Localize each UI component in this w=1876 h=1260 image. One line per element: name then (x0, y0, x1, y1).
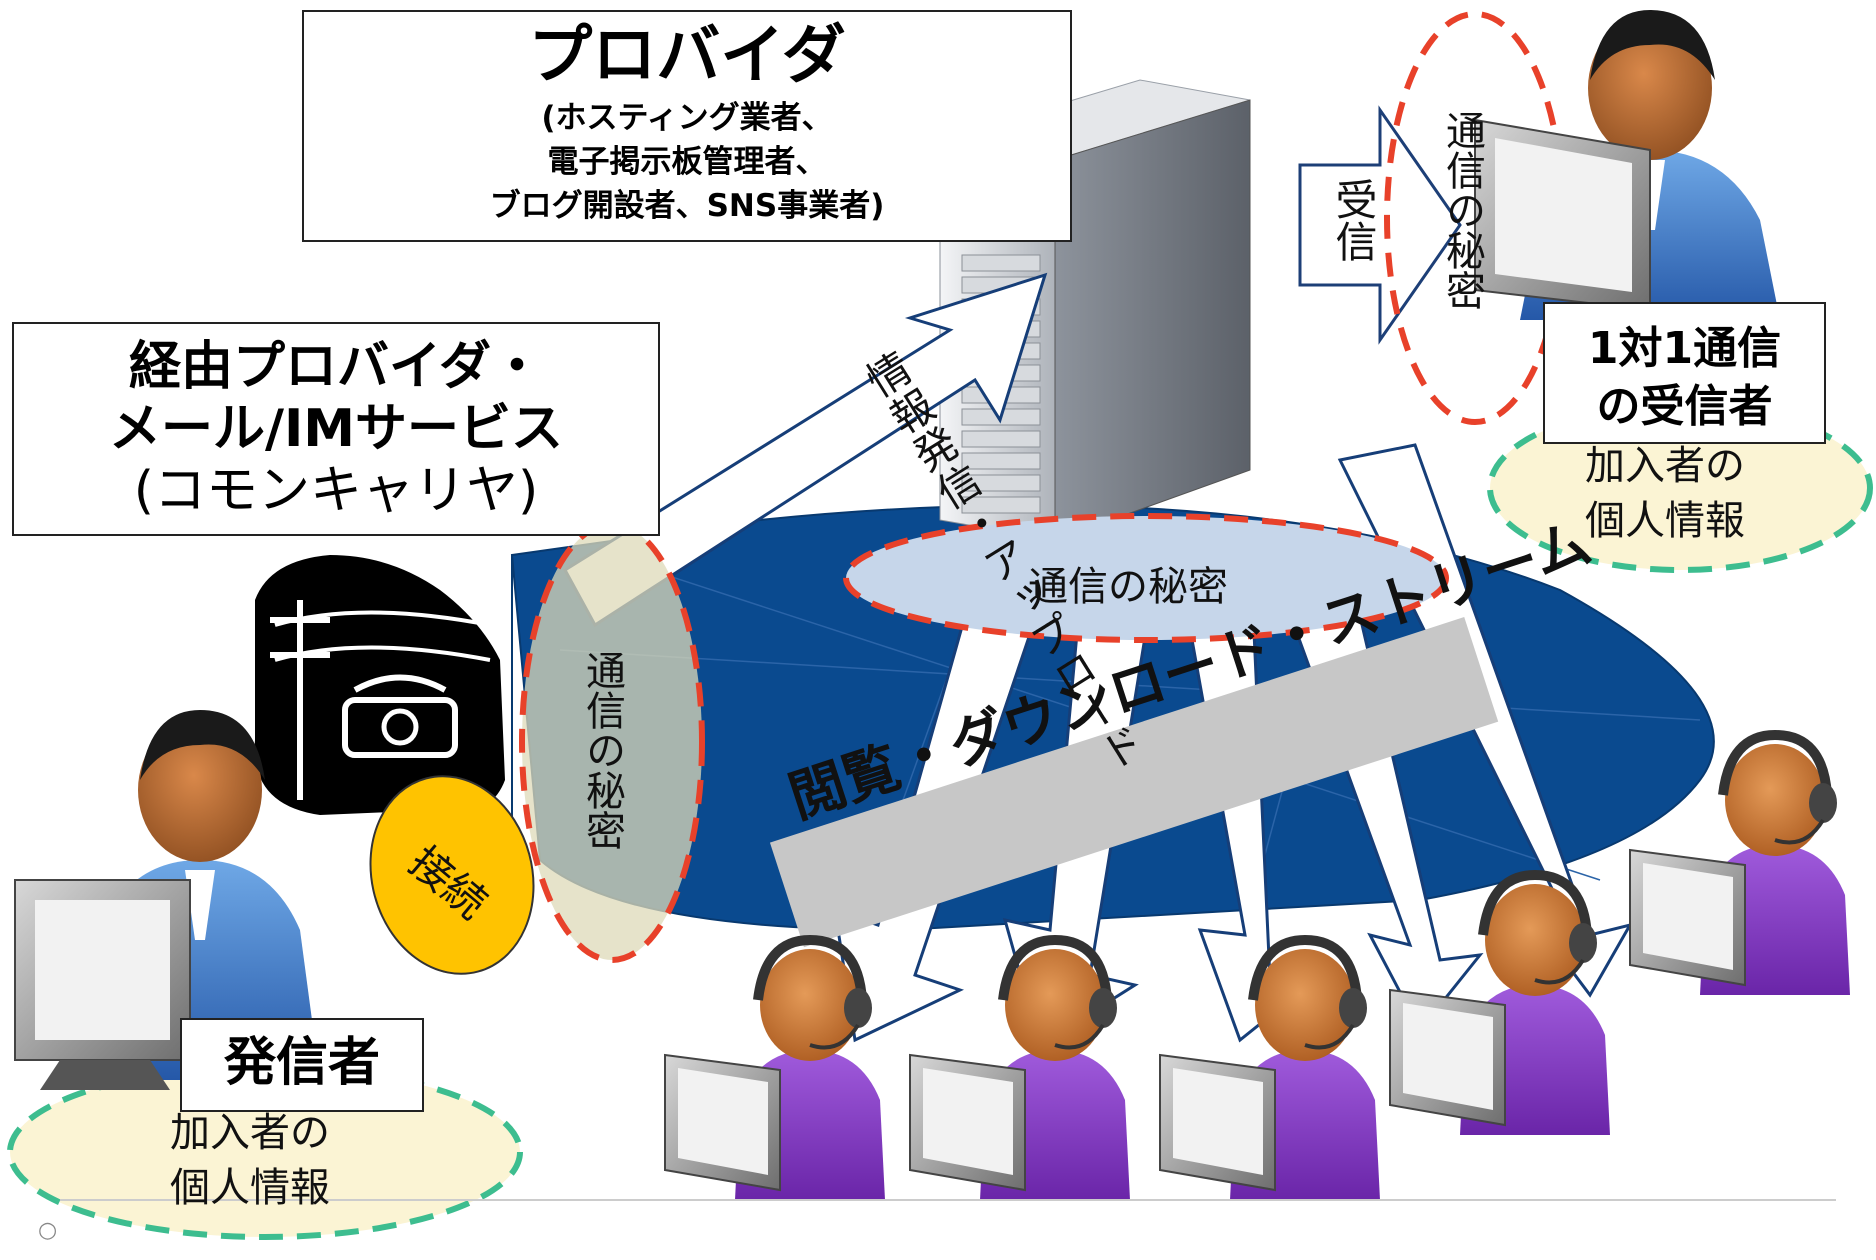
drive-bay (961, 430, 1041, 448)
sender-person-icon (14, 710, 320, 1090)
drive-bay (961, 474, 1041, 492)
carrier-line-1: 経由プロバイダ・ (129, 337, 543, 397)
viewer-person-icon (1389, 869, 1610, 1135)
receive-arrow (1298, 105, 1462, 345)
provider-sub-2: 電子掲示板管理者、 (547, 144, 827, 180)
recipient-line-1: 1対1通信 (1587, 323, 1782, 374)
recipient-person-icon (1474, 10, 1780, 320)
recipient-box: 1対1通信 の受信者 (1543, 302, 1826, 444)
sender-box: 発信者 (180, 1018, 424, 1112)
provider-sub-3: ブログ開設者、SNS事業者) (489, 188, 885, 224)
drive-bay (961, 496, 1041, 514)
connect-bubble (369, 775, 535, 975)
secret-label-center: 通信の秘密 (1028, 564, 1228, 610)
browse-band (769, 617, 1499, 948)
secret-label-left: 通信の秘密 (579, 650, 625, 850)
personal-info-sender-2: 個人情報 (170, 1165, 330, 1211)
viewer-person-icon (1159, 934, 1380, 1200)
viewer-person-icon (909, 934, 1130, 1200)
sender-label: 発信者 (223, 1033, 380, 1093)
drive-bay (961, 452, 1041, 470)
carrier-line-2: メール/IMサービス (108, 399, 564, 459)
viewer-group (664, 729, 1850, 1200)
viewer-person-icon (1629, 729, 1850, 995)
provider-sub-1: (ホスティング業者、 (541, 100, 833, 136)
carrier-box: 経由プロバイダ・ メール/IMサービス (コモンキャリヤ) (12, 322, 660, 536)
recipient-line-2: の受信者 (1596, 381, 1773, 432)
secret-ellipses (519, 11, 1566, 963)
provider-box: プロバイダ (ホスティング業者、 電子掲示板管理者、 ブログ開設者、SNS事業者… (302, 10, 1072, 242)
telephone-pole-icon (254, 555, 505, 815)
personal-info-sender-1: 加入者の (170, 1110, 330, 1156)
receive-label: 受信 (1329, 178, 1378, 262)
personal-info-recipient-1: 加入者の (1585, 443, 1745, 489)
provider-title: プロバイダ (528, 19, 846, 93)
secret-label-right: 通信の秘密 (1439, 110, 1485, 310)
viewer-person-icon (664, 934, 885, 1200)
carrier-line-3: (コモンキャリヤ) (133, 461, 539, 521)
bullet-mark: ○ (38, 1218, 58, 1243)
drive-bay (961, 254, 1041, 272)
personal-info-recipient-2: 個人情報 (1585, 498, 1745, 544)
